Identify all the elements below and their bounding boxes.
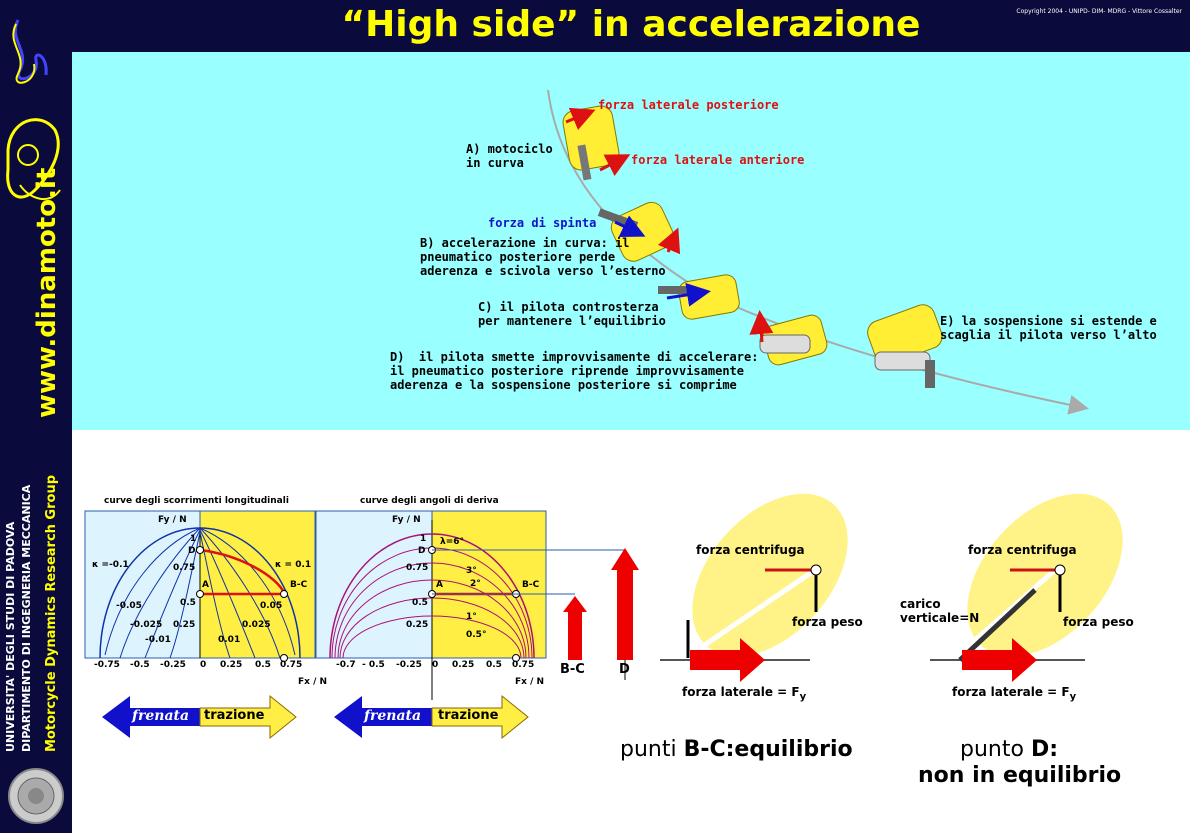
label-laterale-2: forza laterale = Fy — [952, 685, 1077, 703]
chart1-ytick: 1 — [190, 534, 197, 544]
bar-d-label: D — [619, 662, 630, 677]
chart2-curve-label: 0.5° — [466, 630, 487, 640]
chart1-xtick: -0.5 — [130, 660, 150, 670]
chart1-ytick: 0.25 — [173, 620, 196, 630]
sidebar: www.dinamoto.it UNIVERSITA' DEGLI STUDI … — [0, 0, 72, 833]
chart1-point-label: B-C — [290, 580, 308, 590]
chart1-ylabel: Fy / N — [158, 515, 187, 525]
chart1-curve-label: 0.05 — [260, 601, 283, 611]
motorcycle-sequence — [547, 89, 1089, 415]
page-title: “High side” in accelerazione — [341, 4, 921, 45]
label-forza-lat-ant: forza laterale anteriore — [631, 153, 805, 167]
chart2-xtick: -0.7 — [336, 660, 356, 670]
trazione-arrow — [199, 694, 297, 740]
frenata-label-2: frenata — [364, 708, 422, 724]
label-peso-1: forza peso — [792, 615, 863, 629]
chart1-ytick: 0.5 — [180, 598, 196, 608]
chart1-xtick: -0.75 — [94, 660, 120, 670]
copyright: Copyright 2004 - UNIPD- DIM- MDRG - Vitt… — [1016, 8, 1182, 15]
chart2-curve-label: 1° — [466, 612, 477, 622]
chart1-curve-label: -0.01 — [145, 635, 171, 645]
logo-icon — [6, 19, 61, 200]
chart2-xtick: 0 — [432, 660, 439, 670]
chart2-ytick: 0.75 — [406, 563, 429, 573]
chart2-ylabel: Fy / N — [392, 515, 421, 525]
label-centrifuga-2: forza centrifuga — [968, 543, 1077, 557]
chart1-xtick: 0.25 — [220, 660, 243, 670]
chart2-curve-label: 2° — [470, 579, 481, 589]
caption-d-2: non in equilibrio — [918, 763, 1122, 788]
label-forza-lat-post: forza laterale posteriore — [598, 98, 779, 112]
label-centrifuga-1: forza centrifuga — [696, 543, 805, 557]
chart1-xtick: 0.75 — [280, 660, 303, 670]
step-a: A) motociclo in curva — [466, 142, 553, 170]
label-laterale-1: forza laterale = Fy — [682, 685, 807, 703]
chart1-curve-label: 0.025 — [242, 620, 271, 630]
moto-b — [597, 201, 681, 262]
equilibrium-diagram-bc — [660, 493, 848, 682]
chart2-title: curve degli angoli di deriva — [360, 496, 499, 506]
moto-d — [749, 310, 828, 366]
chart2-xtick: 0.75 — [512, 660, 535, 670]
chart1-point-label: A — [202, 580, 209, 590]
step-c: C) il pilota controsterza per mantenere … — [478, 300, 666, 328]
chart1-xtick: 0.5 — [255, 660, 271, 670]
chart1-xlabel: Fx / N — [298, 677, 328, 687]
chart2-point-label: D — [418, 546, 426, 556]
chart2-ytick: 0.5 — [412, 598, 428, 608]
step-d: D) il pilota smette improvvisamente di a… — [390, 350, 759, 392]
frenata-arrow — [102, 696, 200, 738]
caption-d: punto D: — [960, 737, 1058, 762]
caption-bc: punti B-C:equilibrio — [620, 737, 853, 762]
chart1-point-label: D — [188, 546, 196, 556]
trazione-label-2: trazione — [438, 708, 499, 723]
chart1-curve-label: κ =-0.1 — [92, 560, 129, 570]
seal-icon — [8, 768, 64, 824]
label-peso-2: forza peso — [1063, 615, 1134, 629]
non-equilibrium-diagram-d — [930, 493, 1123, 682]
step-b: B) accelerazione in curva: il pneumatico… — [420, 236, 666, 278]
bar-bc — [563, 596, 587, 660]
chart2-ytick: 1 — [420, 534, 427, 544]
moto-c — [658, 274, 740, 320]
bar-bc-label: B-C — [560, 662, 585, 677]
chart1-xtick: 0 — [200, 660, 207, 670]
chart2-curve-label: λ=6° — [440, 537, 464, 547]
chart1-curve-label: κ = 0.1 — [275, 560, 312, 570]
step-e: E) la sospensione si estende e scaglia i… — [940, 314, 1157, 342]
chart2-xtick: 0.25 — [452, 660, 475, 670]
trazione-label-1: trazione — [204, 708, 265, 723]
chart2-xtick: - 0.5 — [362, 660, 385, 670]
chart2-ytick: 0.25 — [406, 620, 429, 630]
chart2-curve-label: 3° — [466, 566, 477, 576]
chart1-curve-label: -0.05 — [116, 601, 142, 611]
chart2-point-label: A — [436, 580, 443, 590]
chart2-xtick: -0.25 — [396, 660, 422, 670]
moto-e — [867, 304, 943, 388]
bar-d — [611, 548, 639, 660]
chart2-point-label: B-C — [522, 580, 540, 590]
chart1-title: curve degli scorrimenti longitudinali — [104, 496, 289, 506]
chart1-xtick: -0.25 — [160, 660, 186, 670]
chart1-curve-label: -0.025 — [130, 620, 163, 630]
label-carico: carico verticale=N — [900, 597, 980, 625]
chart2-xlabel: Fx / N — [515, 677, 545, 687]
header-bar — [72, 0, 1190, 52]
moto-a — [562, 105, 631, 181]
label-forza-spinta: forza di spinta — [488, 216, 597, 230]
chart2-xtick: 0.5 — [486, 660, 502, 670]
frenata-label-1: frenata — [132, 708, 190, 724]
chart1-ytick: 0.75 — [173, 563, 196, 573]
chart1-curve-label: 0.01 — [218, 635, 241, 645]
